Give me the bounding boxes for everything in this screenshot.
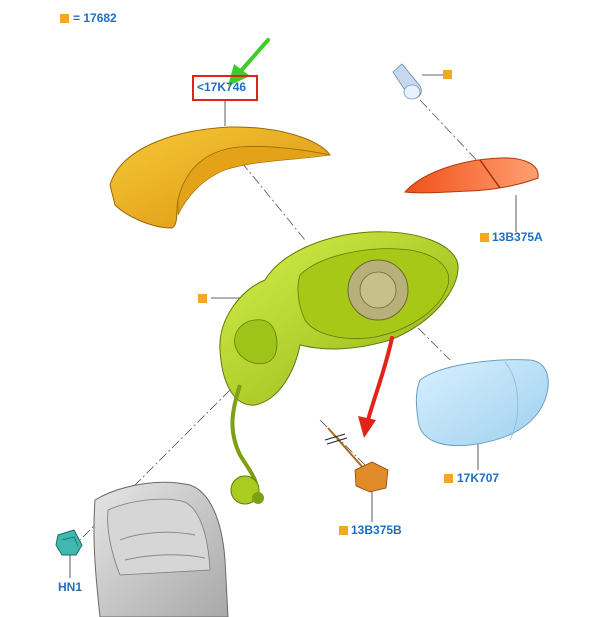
assembly-number-label: = 17682 <box>73 11 117 25</box>
door-part <box>93 481 229 617</box>
mirror-housing-part <box>219 231 459 505</box>
turn-signal-lamp-callout[interactable]: 13B375A <box>492 230 543 244</box>
turn-signal-marker-square <box>480 233 489 242</box>
highlight-box <box>192 75 258 101</box>
red-pointer-arrow <box>358 336 394 438</box>
lamp-connector-part <box>324 427 389 493</box>
mirror-glass-part <box>415 359 549 447</box>
mirror-glass-marker-square <box>444 474 453 483</box>
housing-marker-square[interactable] <box>198 294 207 303</box>
mirror-cap-callout[interactable]: <17K746 <box>197 80 247 94</box>
door-fastener-callout[interactable]: HN1 <box>58 580 83 594</box>
header-marker-square <box>60 14 69 23</box>
connector-marker-square <box>339 526 348 535</box>
bulb-marker-square[interactable] <box>443 70 452 79</box>
turn-signal-lens-part <box>404 157 539 194</box>
leader-lines <box>69 74 517 578</box>
door-clip-part <box>55 529 83 556</box>
mirror-cap-part <box>109 126 332 229</box>
bulb-part <box>392 63 422 100</box>
mirror-glass-callout[interactable]: 17K707 <box>457 471 500 485</box>
lamp-connector-callout[interactable]: 13B375B <box>351 523 402 537</box>
